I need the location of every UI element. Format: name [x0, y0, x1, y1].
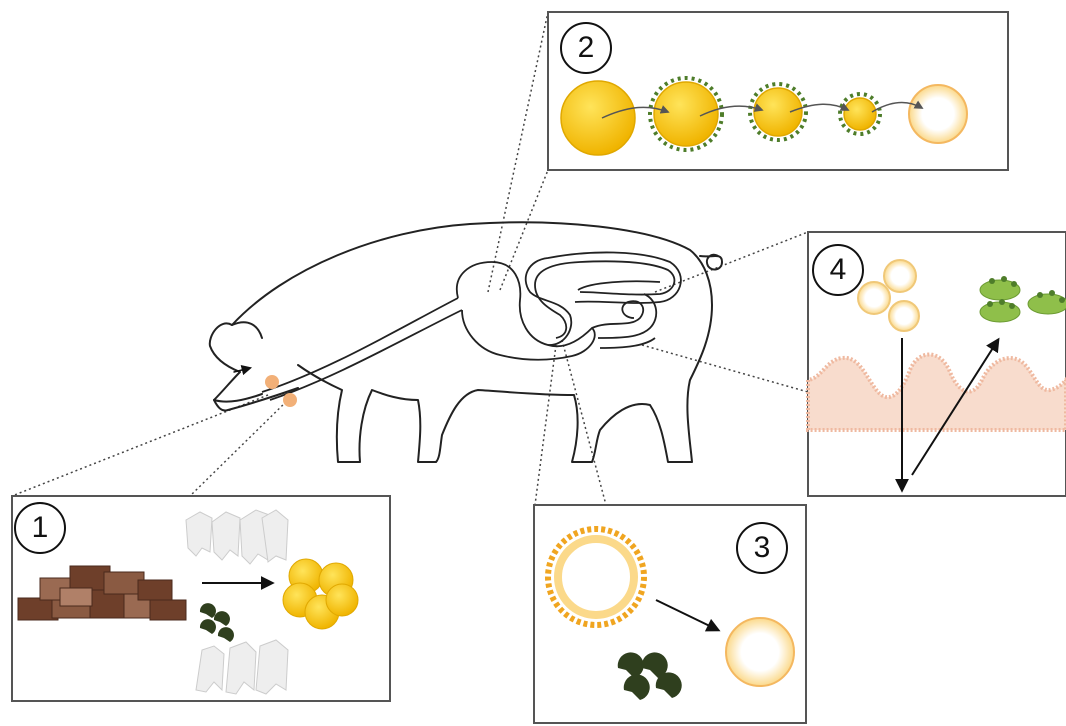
- connector-3b: [562, 340, 606, 505]
- connector-2a: [488, 12, 548, 292]
- bile-salt-micelle: [548, 529, 644, 625]
- panel-1-label: 1: [14, 502, 66, 554]
- panel-3-label: 3: [736, 522, 788, 574]
- connector-1b: [190, 398, 290, 496]
- connector-4a: [655, 232, 808, 292]
- gi-tract: [262, 252, 681, 400]
- connector-4b: [642, 345, 808, 392]
- intestinal-villi: [808, 355, 1066, 431]
- lower-teeth: [196, 640, 288, 694]
- mixed-micelle: [726, 618, 794, 686]
- panel-4-label: 4: [812, 244, 864, 296]
- panel-1: [12, 496, 390, 701]
- fat-droplet-emulsified-1: [650, 78, 722, 150]
- panel-2: [548, 12, 1008, 170]
- connector-3a: [535, 345, 556, 505]
- panel-2-label: 2: [560, 22, 612, 74]
- fat-droplet-large: [561, 81, 635, 155]
- micelle-vesicle: [909, 85, 967, 143]
